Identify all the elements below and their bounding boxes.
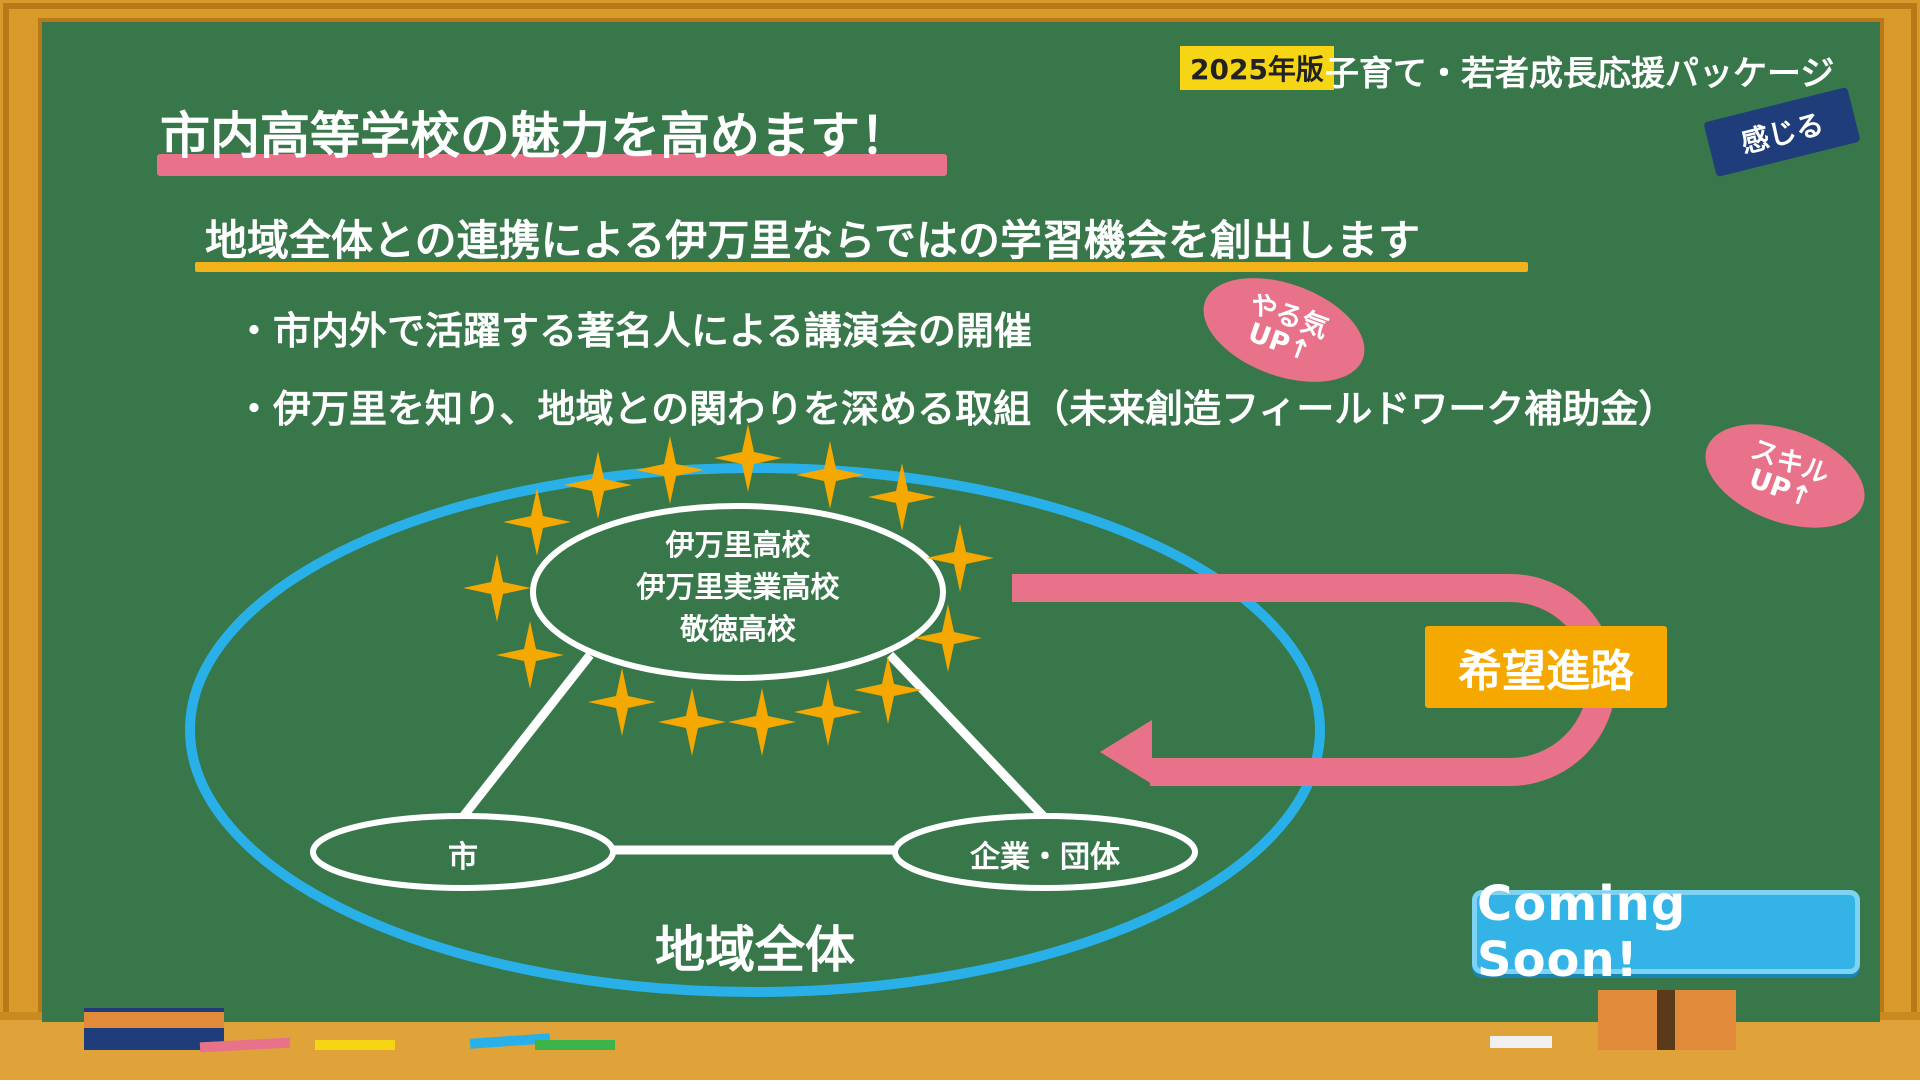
company-node: 企業・団体 xyxy=(970,840,1120,875)
company-ellipse xyxy=(892,813,1198,891)
sparkle-icon xyxy=(636,436,704,504)
sparkle-icon xyxy=(564,451,632,519)
region-label: 地域全体 xyxy=(655,921,855,979)
year-badge: 2025年版 xyxy=(1180,46,1334,90)
sparkle-icon xyxy=(503,488,571,556)
sparkle-icon xyxy=(588,668,656,736)
sparkle-icon xyxy=(463,554,531,622)
page-title: 市内高等学校の魅力を高めます！ xyxy=(160,107,910,165)
city-ellipse xyxy=(310,813,616,891)
sparkle-icon xyxy=(926,524,994,592)
return-arrow-head xyxy=(1100,720,1152,784)
sparkle-icon xyxy=(728,688,796,756)
sparkle-icon xyxy=(914,604,982,672)
sparkle-icon xyxy=(868,463,936,531)
goal-career-box: 希望進路 xyxy=(1425,626,1667,708)
coming-soon-button[interactable]: Coming Soon! xyxy=(1472,876,1860,988)
chalk-icon xyxy=(315,1040,395,1050)
headline-underline xyxy=(157,154,947,176)
eraser-band xyxy=(1657,990,1675,1050)
package-title: 子育て・若者成長応援パッケージ xyxy=(1325,54,1835,94)
sparkles xyxy=(463,424,994,756)
sparkle-icon xyxy=(714,424,782,492)
chalk-icon xyxy=(199,1037,291,1053)
sparkle-icon xyxy=(496,621,564,689)
sparkle-icon xyxy=(794,678,862,746)
school-imari: 伊万里高校 xyxy=(665,528,811,562)
schools-node: 伊万里高校 伊万里実業高校 敬徳高校 xyxy=(588,524,888,650)
connector-school-city xyxy=(458,652,594,821)
chalk-icon xyxy=(1490,1036,1552,1048)
region-ellipse xyxy=(185,463,1325,997)
sparkle-icon xyxy=(854,656,922,724)
school-keitoku: 敬徳高校 xyxy=(679,612,796,646)
bullet-fieldwork: ・伊万里を知り、地域との関わりを深める取組（未来創造フィールドワーク補助金） xyxy=(235,387,1677,431)
city-node: 市 xyxy=(448,840,478,875)
connector-school-company xyxy=(886,651,1049,822)
chalk-icon xyxy=(535,1040,615,1050)
sparkle-icon xyxy=(658,688,726,756)
eraser-top xyxy=(84,1012,224,1028)
subheadline-underline xyxy=(195,262,1528,272)
school-imari-jitsugyo: 伊万里実業高校 xyxy=(636,570,840,604)
subheadline: 地域全体との連携による伊万里ならではの学習機会を創出します xyxy=(205,216,1421,265)
schools-ellipse xyxy=(530,503,946,681)
bullet-lecture: ・市内外で活躍する著名人による講演会の開催 xyxy=(235,309,1032,353)
chalk-icon xyxy=(469,1033,551,1049)
sparkle-icon xyxy=(796,441,864,509)
